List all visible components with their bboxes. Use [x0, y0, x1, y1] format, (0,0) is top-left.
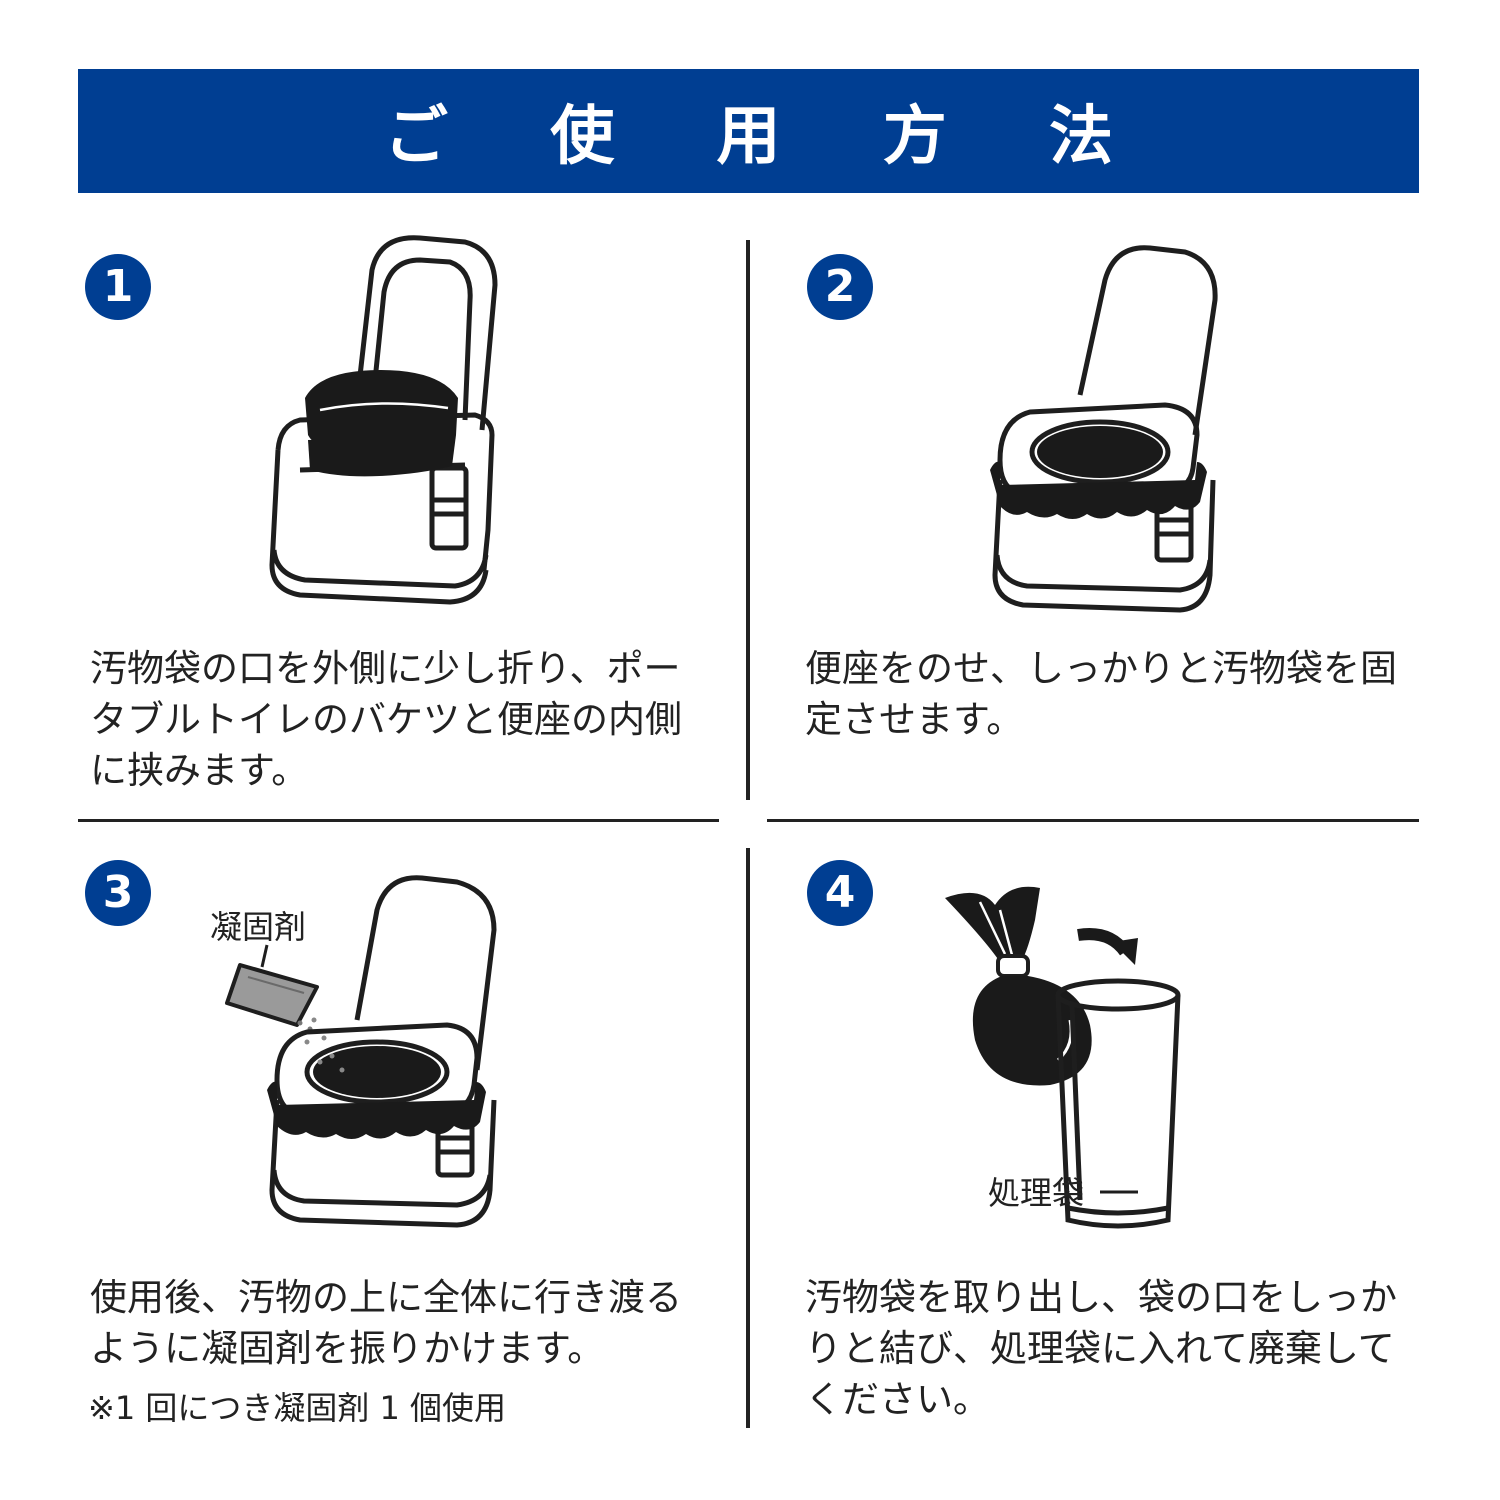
divider-vertical-top	[746, 240, 750, 800]
toilet-with-bag-illustration	[269, 235, 498, 605]
title-banner: ご 使 用 方 法	[78, 69, 1419, 193]
page-title: ご 使 用 方 法	[383, 100, 1154, 174]
step-3-note: ※1 回につき凝固剤 1 個使用	[88, 1389, 507, 1427]
step-4-badge: 4	[807, 860, 873, 926]
coagulant-packet-icon	[225, 944, 319, 1032]
disposal-bag-label: 処理袋	[988, 1174, 1085, 1212]
step-1-text: 汚物袋の口を外側に少し折り、ポータブルトイレのバケツと便座の内側に挟みます。	[90, 647, 682, 792]
step-3-badge: 3	[85, 860, 151, 926]
disposal-bag-pointer	[1100, 1190, 1138, 1194]
step-4-text: 汚物袋を取り出し、袋の口をしっかりと結び、処理袋に入れて廃棄してください。	[805, 1276, 1397, 1421]
toilet-seat-on-illustration	[990, 245, 1218, 613]
dispose-bag-illustration	[945, 886, 1181, 1229]
divider-vertical-bottom	[746, 848, 750, 1428]
step-2-badge: 2	[807, 254, 873, 320]
coagulant-label: 凝固剤	[210, 908, 307, 946]
toilet-coagulant-illustration	[267, 875, 497, 1228]
step-2-text: 便座をのせ、しっかりと汚物袋を固定させます。	[805, 647, 1397, 741]
divider-horizontal-right	[767, 819, 1419, 822]
divider-horizontal-left	[78, 819, 719, 822]
step-3-text: 使用後、汚物の上に全体に行き渡るように凝固剤を振りかけます。	[90, 1276, 682, 1370]
step-1-badge: 1	[85, 254, 151, 320]
